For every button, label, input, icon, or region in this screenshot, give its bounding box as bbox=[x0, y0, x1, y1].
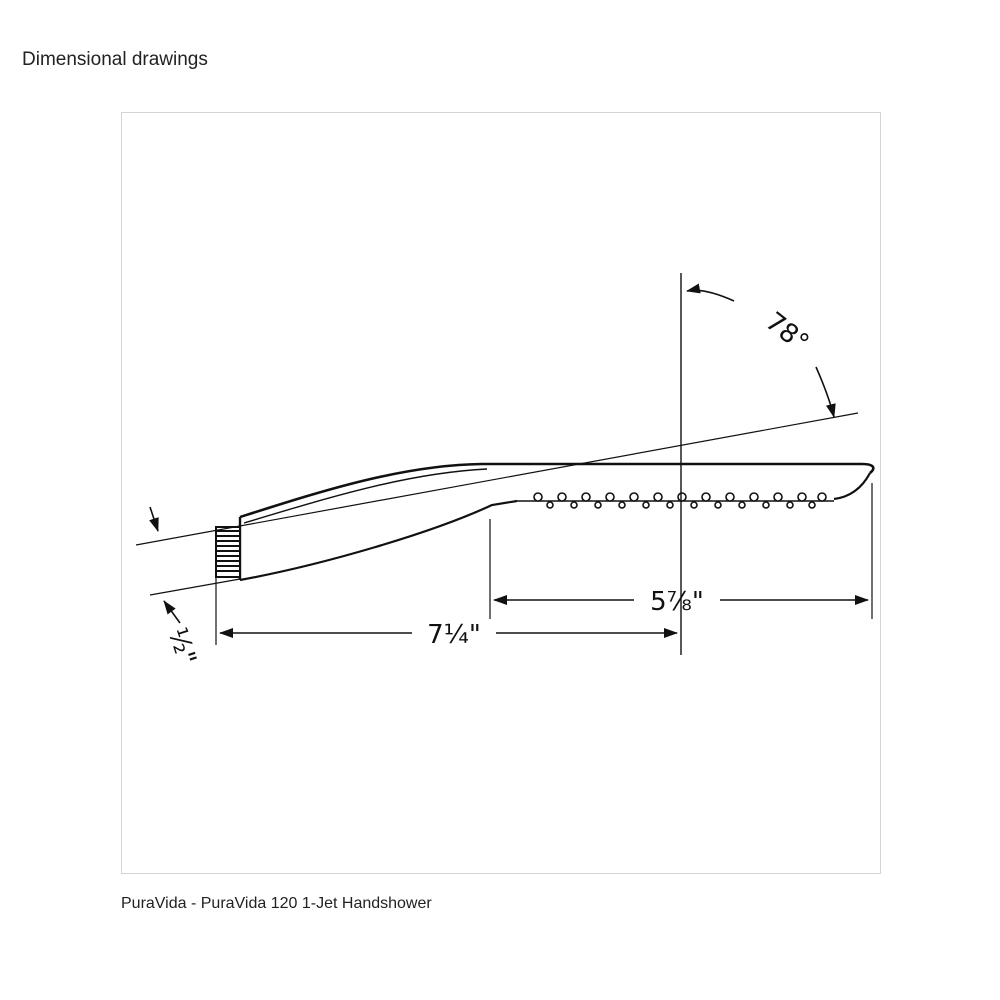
connection-label: ½" bbox=[162, 624, 202, 669]
thread-connector bbox=[215, 526, 241, 578]
spray-face-length-label: 5⅞" bbox=[650, 587, 704, 617]
handshower-outline bbox=[238, 462, 875, 582]
dimensional-drawing: 7¼" 5⅞" 78° ½" bbox=[135, 273, 875, 669]
connection-reference-line bbox=[149, 578, 241, 596]
section-title: Dimensional drawings bbox=[22, 49, 208, 70]
spray-nozzles bbox=[533, 492, 827, 509]
overall-length-label: 7¼" bbox=[427, 620, 481, 650]
handle-axis-line bbox=[135, 412, 859, 546]
spray-face-length-dimension: 5⅞" bbox=[493, 587, 869, 617]
connection-dimension: ½" bbox=[149, 506, 202, 669]
drawing-caption: PuraVida - PuraVida 120 1-Jet Handshower bbox=[121, 895, 432, 912]
dimensional-drawing-frame: 7¼" 5⅞" 78° ½" bbox=[121, 112, 881, 874]
angle-dimension: 78° bbox=[686, 283, 836, 418]
overall-length-dimension: 7¼" bbox=[219, 620, 678, 650]
angle-label: 78° bbox=[760, 307, 815, 359]
